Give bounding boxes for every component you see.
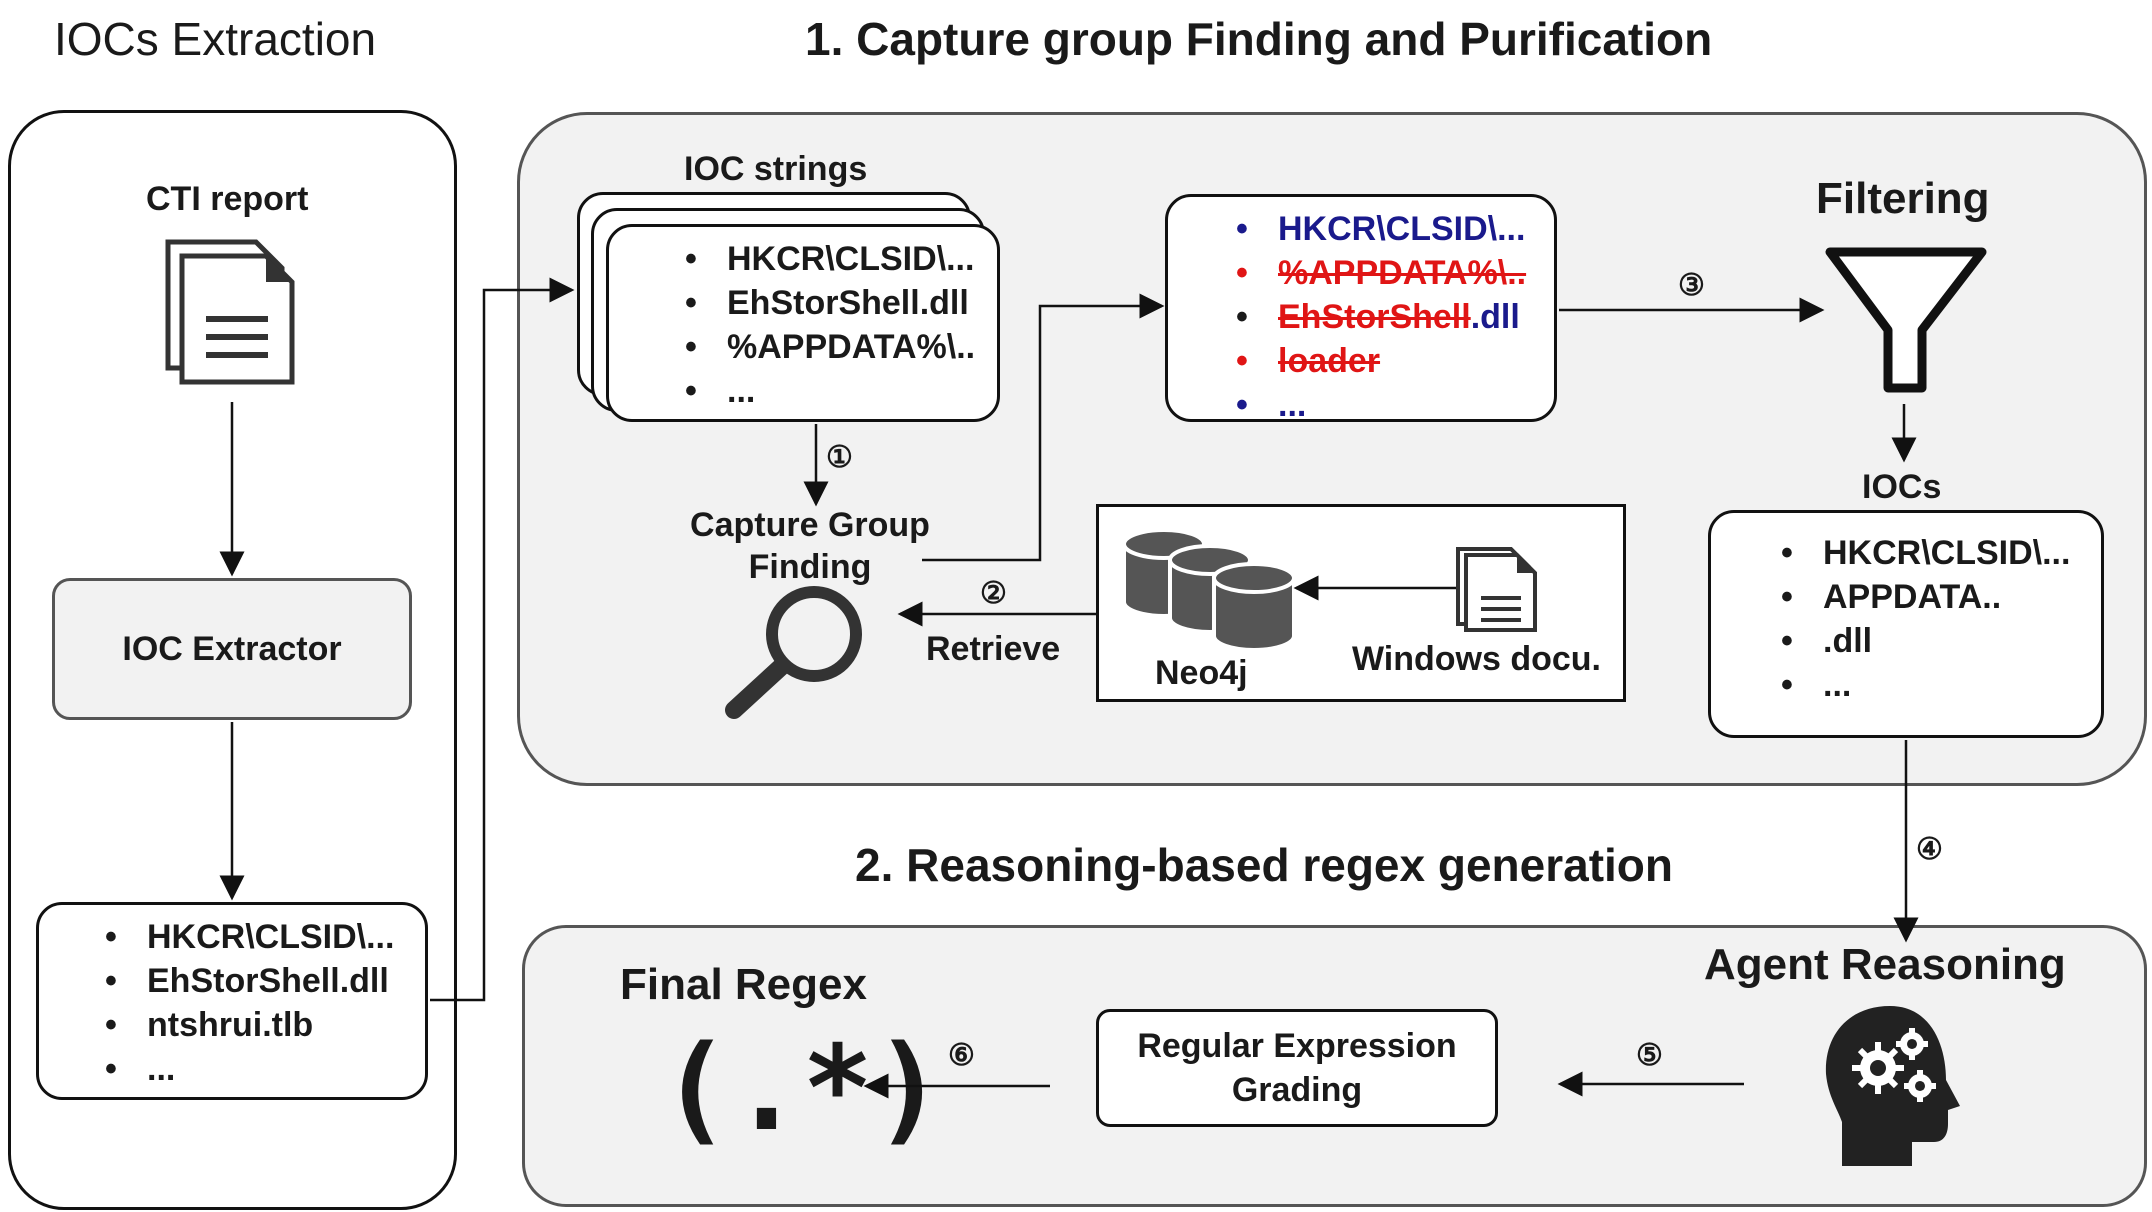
removed-item: loader	[1232, 339, 1554, 383]
capture-group-label: Capture Group Finding	[690, 504, 930, 588]
kept-item: ...	[1232, 383, 1554, 427]
neo4j-label: Neo4j	[1155, 654, 1248, 692]
step-1-marker: ①	[826, 441, 853, 474]
kept-text: HKCR\CLSID\...	[1278, 210, 1526, 248]
windows-document-icon	[1456, 547, 1537, 632]
grading-line2: Grading	[1231, 1071, 1363, 1109]
regex-symbol: (.*)	[660, 1019, 945, 1157]
list-item: EhStorShell.dll	[101, 959, 425, 1003]
list-item: APPDATA..	[1777, 575, 2101, 619]
list-item: ...	[1777, 663, 2101, 707]
cti-report-label: CTI report	[146, 180, 309, 218]
list-item: ...	[681, 369, 997, 413]
regex-grading-box: Regular Expression Grading	[1096, 1009, 1498, 1127]
ioc-strings-card: HKCR\CLSID\... EhStorShell.dll %APPDATA%…	[606, 224, 1000, 422]
extracted-ioc-list: HKCR\CLSID\... EhStorShell.dll ntshrui.t…	[36, 902, 428, 1100]
purified-ioc-list: HKCR\CLSID\... %APPDATA%\.. EhStorShell.…	[1165, 194, 1557, 427]
retrieve-label: Retrieve	[926, 630, 1061, 668]
step-6-marker: ⑥	[948, 1039, 975, 1072]
iocs-label: IOCs	[1862, 468, 1942, 506]
partial-item: EhStorShell.dll	[1232, 295, 1554, 339]
list-item: ntshrui.tlb	[101, 1003, 425, 1047]
document-icon	[165, 239, 295, 385]
list-item: HKCR\CLSID\...	[1777, 531, 2101, 575]
removed-text: loader	[1278, 342, 1381, 380]
step-5-marker: ⑤	[1636, 1039, 1663, 1072]
ioc-extractor-label: IOC Extractor	[122, 629, 342, 668]
grading-line1: Regular Expression	[1137, 1027, 1457, 1065]
step-4-marker: ④	[1916, 833, 1943, 866]
arrow-capture-to-purified	[922, 293, 1165, 562]
ioc-extractor-box: IOC Extractor	[52, 578, 412, 720]
list-item: HKCR\CLSID\...	[101, 915, 425, 959]
capture-group-line1: Capture Group	[690, 506, 930, 544]
magnifier-icon	[725, 586, 862, 719]
kept-item: HKCR\CLSID\...	[1232, 207, 1554, 251]
list-item: HKCR\CLSID\...	[681, 237, 997, 281]
filtered-ioc-list: HKCR\CLSID\... APPDATA.. .dll ...	[1708, 510, 2104, 738]
list-item: ...	[101, 1047, 425, 1091]
removed-item: %APPDATA%\..	[1232, 251, 1554, 295]
list-item: EhStorShell.dll	[681, 281, 997, 325]
database-icon	[1122, 528, 1296, 652]
filtering-label: Filtering	[1816, 174, 1990, 223]
kept-text: ...	[1278, 386, 1307, 424]
section1-title: 1. Capture group Finding and Purificatio…	[805, 13, 1713, 65]
step-2-marker: ②	[980, 577, 1007, 610]
agent-reasoning-label: Agent Reasoning	[1704, 940, 2066, 989]
ioc-strings-label: IOC strings	[684, 150, 868, 188]
filter-funnel-icon	[1825, 247, 1987, 393]
kept-text: .dll	[1470, 298, 1520, 336]
list-item: .dll	[1777, 619, 2101, 663]
extraction-title: IOCs Extraction	[54, 13, 377, 65]
brain-gears-icon	[1825, 1006, 1960, 1166]
section2-title: 2. Reasoning-based regex generation	[855, 839, 1674, 891]
arrow-list-to-ioc-strings	[430, 277, 575, 1002]
step-3-marker: ③	[1678, 269, 1705, 302]
removed-text: EhStorShell	[1278, 298, 1471, 336]
final-regex-label: Final Regex	[620, 960, 867, 1009]
list-item: %APPDATA%\..	[681, 325, 997, 369]
removed-text: %APPDATA%\..	[1278, 254, 1527, 292]
capture-group-line2: Finding	[748, 548, 872, 586]
windows-docu-label: Windows docu.	[1352, 640, 1602, 678]
